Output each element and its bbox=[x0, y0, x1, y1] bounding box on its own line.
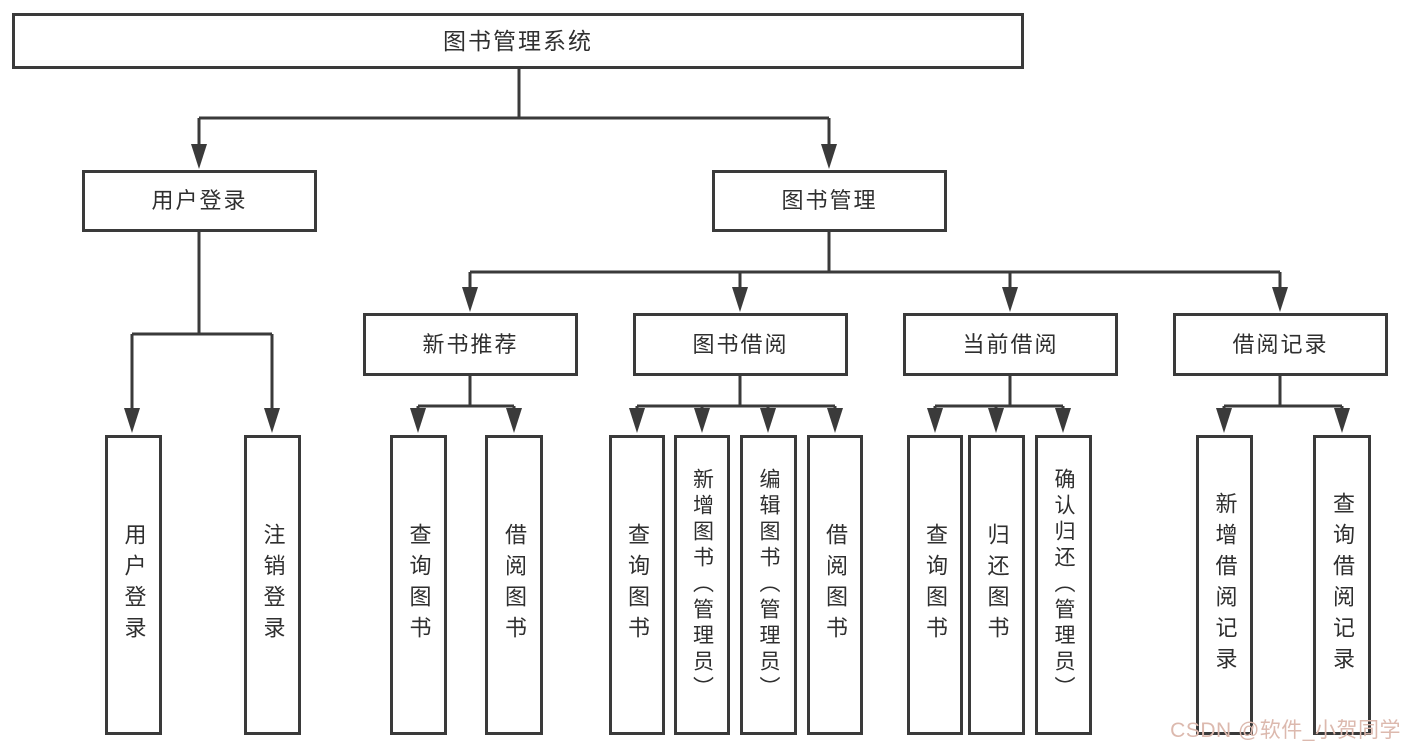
arrowheads bbox=[124, 144, 1350, 433]
leaf-logout: 注销登录 bbox=[244, 435, 301, 735]
leaf-newbook-borrow-books: 借阅图书 bbox=[485, 435, 543, 735]
arrow-icon bbox=[191, 144, 207, 169]
arrow-icon bbox=[1272, 287, 1288, 312]
node-root-system: 图书管理系统 bbox=[12, 13, 1024, 69]
arrow-icon bbox=[1055, 408, 1071, 433]
leaf-record-query-record: 查询借阅记录 bbox=[1313, 435, 1371, 735]
leaf-borrow-add-books-admin: 新增图书（管理员） bbox=[674, 435, 730, 735]
leaf-borrow-borrow-books: 借阅图书 bbox=[807, 435, 863, 735]
leaf-user-login: 用户登录 bbox=[105, 435, 162, 735]
leaf-borrow-edit-books-admin: 编辑图书（管理员） bbox=[740, 435, 797, 735]
leaf-borrow-query-books: 查询图书 bbox=[609, 435, 665, 735]
arrow-icon bbox=[827, 408, 843, 433]
arrow-icon bbox=[124, 408, 140, 433]
arrow-icon bbox=[1002, 287, 1018, 312]
arrow-icon bbox=[694, 408, 710, 433]
arrow-icon bbox=[264, 408, 280, 433]
node-borrow-record: 借阅记录 bbox=[1173, 313, 1388, 376]
leaf-record-add-record: 新增借阅记录 bbox=[1196, 435, 1253, 735]
arrow-icon bbox=[1334, 408, 1350, 433]
arrow-icon bbox=[927, 408, 943, 433]
leaf-current-query-books: 查询图书 bbox=[907, 435, 963, 735]
arrow-icon bbox=[462, 287, 478, 312]
arrow-icon bbox=[506, 408, 522, 433]
node-new-book-recommend: 新书推荐 bbox=[363, 313, 578, 376]
arrow-icon bbox=[1216, 408, 1232, 433]
arrow-icon bbox=[629, 408, 645, 433]
arrow-icon bbox=[821, 144, 837, 169]
leaf-current-confirm-return-admin: 确认归还（管理员） bbox=[1035, 435, 1092, 735]
arrow-icon bbox=[760, 408, 776, 433]
leaf-current-return-books: 归还图书 bbox=[968, 435, 1025, 735]
leaf-newbook-query-books: 查询图书 bbox=[390, 435, 447, 735]
arrow-icon bbox=[410, 408, 426, 433]
arrow-icon bbox=[988, 408, 1004, 433]
node-book-borrow: 图书借阅 bbox=[633, 313, 848, 376]
node-book-management: 图书管理 bbox=[712, 170, 947, 232]
node-current-borrow: 当前借阅 bbox=[903, 313, 1118, 376]
arrow-icon bbox=[732, 287, 748, 312]
node-user-login: 用户登录 bbox=[82, 170, 317, 232]
